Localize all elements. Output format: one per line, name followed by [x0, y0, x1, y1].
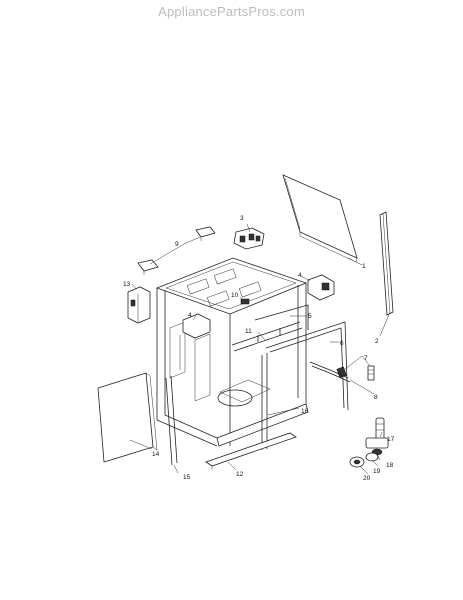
callout-11: 11 [245, 328, 252, 335]
part-7-fitting[interactable] [336, 365, 375, 381]
callout-13: 13 [123, 281, 131, 288]
part-13-side-bracket[interactable] [127, 286, 151, 324]
part-14-door-panel[interactable] [97, 372, 158, 463]
part-9-clip-upper[interactable] [195, 226, 216, 241]
callout-5: 5 [308, 313, 312, 320]
part-17-valve[interactable] [365, 417, 389, 449]
part-3-bracket[interactable] [233, 227, 265, 250]
callout-18: 18 [386, 462, 394, 469]
callout-3: 3 [240, 215, 244, 222]
part-6-frame-loop[interactable] [265, 321, 349, 411]
callout-15: 15 [183, 474, 191, 481]
callout-14: 14 [152, 451, 160, 458]
callout-7: 7 [364, 355, 368, 362]
callout-1: 1 [362, 263, 366, 270]
callout-4-right: 4 [298, 272, 302, 279]
part-12-bottom-rail[interactable] [205, 432, 297, 470]
callout-17: 17 [387, 436, 395, 443]
part-20-drain-cap[interactable] [349, 456, 365, 468]
part-11-rail[interactable] [231, 321, 303, 352]
callout-20: 20 [363, 475, 371, 482]
part-19-ring[interactable] [365, 452, 379, 462]
callout-2: 2 [375, 338, 379, 345]
callout-4-inner: 4 [188, 312, 192, 319]
leader-lines [129, 223, 391, 475]
part-4-inner-bracket[interactable] [182, 313, 211, 339]
part-10-clip[interactable] [240, 298, 250, 305]
part-8-hose[interactable] [309, 361, 351, 383]
part-5-rail[interactable] [254, 304, 309, 330]
part-9-clip-lower[interactable] [137, 259, 159, 275]
callout-16: 16 [301, 408, 309, 415]
callout-10: 10 [231, 292, 239, 299]
part-2-side-strip[interactable] [379, 211, 394, 316]
callout-12: 12 [236, 471, 244, 478]
callout-8: 8 [374, 394, 378, 401]
callout-6: 6 [340, 340, 344, 347]
callout-9: 9 [175, 241, 179, 248]
part-1-top-panel[interactable] [282, 174, 358, 263]
tub-frame[interactable] [155, 257, 309, 447]
callout-19: 19 [373, 468, 381, 475]
watermark-text: AppliancePartsPros.com [158, 4, 305, 19]
part-15-rail[interactable] [165, 375, 178, 466]
part-4-bracket-right[interactable] [307, 274, 335, 301]
part-16-side-rail[interactable] [261, 353, 268, 450]
